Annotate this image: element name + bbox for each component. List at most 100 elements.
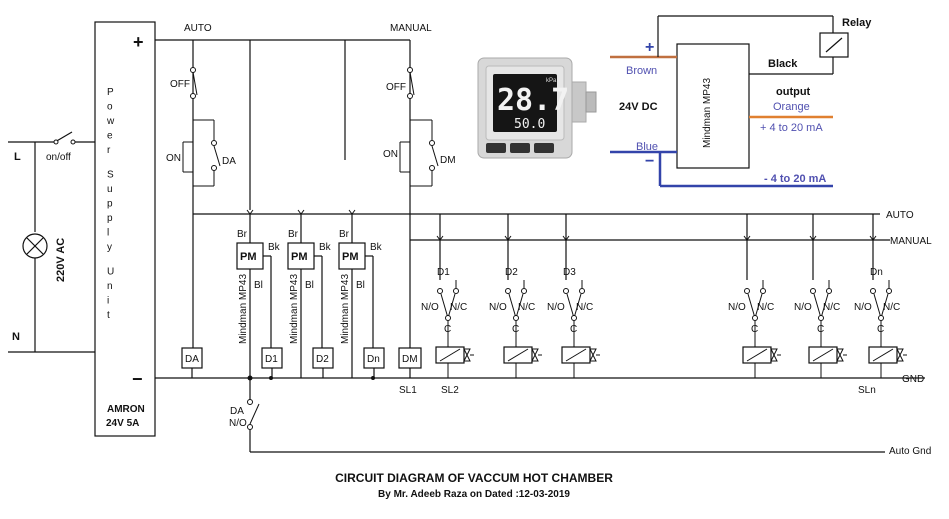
valve-no-label: N/O — [794, 302, 812, 313]
sensor-plus: + — [645, 39, 654, 56]
sl1-label: SL1 — [399, 385, 417, 396]
brown-label: Brown — [626, 65, 657, 77]
sensor-button-right — [534, 143, 554, 153]
relay-coil-dm: DM — [402, 354, 418, 365]
psu-letter: r — [107, 145, 111, 156]
auto-bus-label: AUTO — [886, 210, 914, 221]
pm-black-terminal: Bk — [319, 242, 332, 253]
gnd-label: GND — [902, 374, 924, 385]
valve-nc-label: N/C — [823, 302, 840, 313]
pm-label: PM — [291, 251, 308, 263]
psu-letter: S — [107, 170, 114, 181]
pm-blue-terminal: Bl — [305, 280, 314, 291]
valve-no-label: N/O — [728, 302, 746, 313]
output-label: output — [776, 86, 811, 98]
relay-coil-icon — [819, 32, 849, 58]
supply-rails: AUTO OFF ON DA MANUAL OFF ON DM — [155, 23, 925, 379]
auto-label: AUTO — [184, 23, 212, 34]
sensor-minus: − — [645, 153, 654, 170]
psu-letter: l — [107, 228, 109, 239]
sensor-display-unit: kPa — [546, 78, 557, 84]
sensor-button-left — [486, 143, 506, 153]
valve-nc-label: N/C — [450, 302, 467, 313]
manual-label: MANUAL — [390, 23, 432, 34]
psu-letter: u — [107, 184, 113, 195]
sensor-display-top: 28.7 — [497, 83, 569, 118]
pm-model-label: Mindman MP43 — [289, 274, 300, 344]
relay-coil-d1: D1 — [265, 354, 278, 365]
pm-blue-terminal: Bl — [356, 280, 365, 291]
pm-model-label: Mindman MP43 — [340, 274, 351, 344]
pm-black-terminal: Bk — [370, 242, 383, 253]
valve-nc-label: N/C — [518, 302, 535, 313]
pm-black-terminal: Bk — [268, 242, 281, 253]
sensor-wiring-detail: Mindman MP43 + − Brown Blue 24V DC Black… — [610, 15, 872, 188]
sensor-model-rotated: Mindman MP43 — [702, 78, 713, 148]
sensor-display-bottom: 50.0 — [514, 117, 545, 132]
black-label: Black — [768, 58, 798, 70]
psu-letter: n — [107, 281, 113, 292]
pressure-sensor-image: 28.7 50.0 kPa — [477, 57, 597, 159]
pm-label: PM — [342, 251, 359, 263]
auto-off-label: OFF — [170, 79, 190, 90]
neutral-label: N — [12, 331, 20, 343]
pm-brown-terminal: Br — [237, 229, 248, 240]
valve-no-label: N/O — [854, 302, 872, 313]
valve-drive-label: Dn — [870, 267, 883, 278]
voltage-label: 220V AC — [55, 238, 67, 282]
manual-off-label: OFF — [386, 82, 406, 93]
orange-label: Orange — [773, 101, 810, 113]
da-contact-name: DA — [230, 406, 244, 417]
out-minus-label: - 4 to 20 mA — [764, 173, 826, 185]
psu-brand: AMRON — [107, 404, 145, 415]
valve-drive-label: D2 — [505, 267, 518, 278]
psu-rating: 24V 5A — [106, 418, 139, 429]
mains-section: L N on/off 220V AC — [8, 131, 95, 353]
bottom-relays: DA D1 D2 Dn DM — [181, 347, 422, 381]
pm-blue-terminal: Bl — [254, 280, 263, 291]
psu-letter: y — [107, 242, 112, 253]
psu-letter: U — [107, 267, 114, 278]
psu-letter: w — [106, 116, 115, 127]
relay-coil-da: DA — [185, 354, 199, 365]
line-label: L — [14, 151, 21, 163]
out-plus-label: + 4 to 20 mA — [760, 122, 823, 134]
manual-bus-label: MANUAL — [890, 236, 932, 247]
psu-minus-terminal: − — [132, 369, 143, 389]
relay-coil-dn: Dn — [367, 354, 380, 365]
valve-no-label: N/O — [547, 302, 565, 313]
valve-nc-label: N/C — [757, 302, 774, 313]
psu-letter: o — [107, 102, 113, 113]
blue-label: Blue — [636, 141, 658, 153]
sl2-label: SL2 — [441, 385, 459, 396]
valve-drive-label: D3 — [563, 267, 576, 278]
da-contact-type: N/O — [229, 418, 247, 429]
psu-letter: i — [107, 296, 109, 307]
pm-brown-terminal: Br — [288, 229, 299, 240]
manual-on-label: ON — [383, 149, 398, 160]
psu-plus-terminal: + — [133, 32, 144, 52]
control-buses: AUTO MANUAL GND Auto Gnd — [193, 210, 932, 457]
psu-letter: t — [107, 310, 110, 321]
valve-no-label: N/O — [421, 302, 439, 313]
relay-coil-d2: D2 — [316, 354, 329, 365]
diagram-subtitle: By Mr. Adeeb Raza on Dated :12-03-2019 — [378, 489, 570, 500]
valve-no-label: N/O — [489, 302, 507, 313]
psu-letter: P — [107, 87, 114, 98]
relay-label: Relay — [842, 17, 872, 29]
psu-letter: e — [107, 131, 113, 142]
sln-label: SLn — [858, 385, 876, 396]
auto-on-label: ON — [166, 153, 181, 164]
switch-label: on/off — [46, 152, 71, 163]
valve-drive-label: D1 — [437, 267, 450, 278]
pm-model-label: Mindman MP43 — [238, 274, 249, 344]
valve-nc-label: N/C — [883, 302, 900, 313]
psu-letter: p — [107, 213, 113, 224]
pm-brown-terminal: Br — [339, 229, 350, 240]
auto-gnd-label: Auto Gnd — [889, 446, 931, 457]
